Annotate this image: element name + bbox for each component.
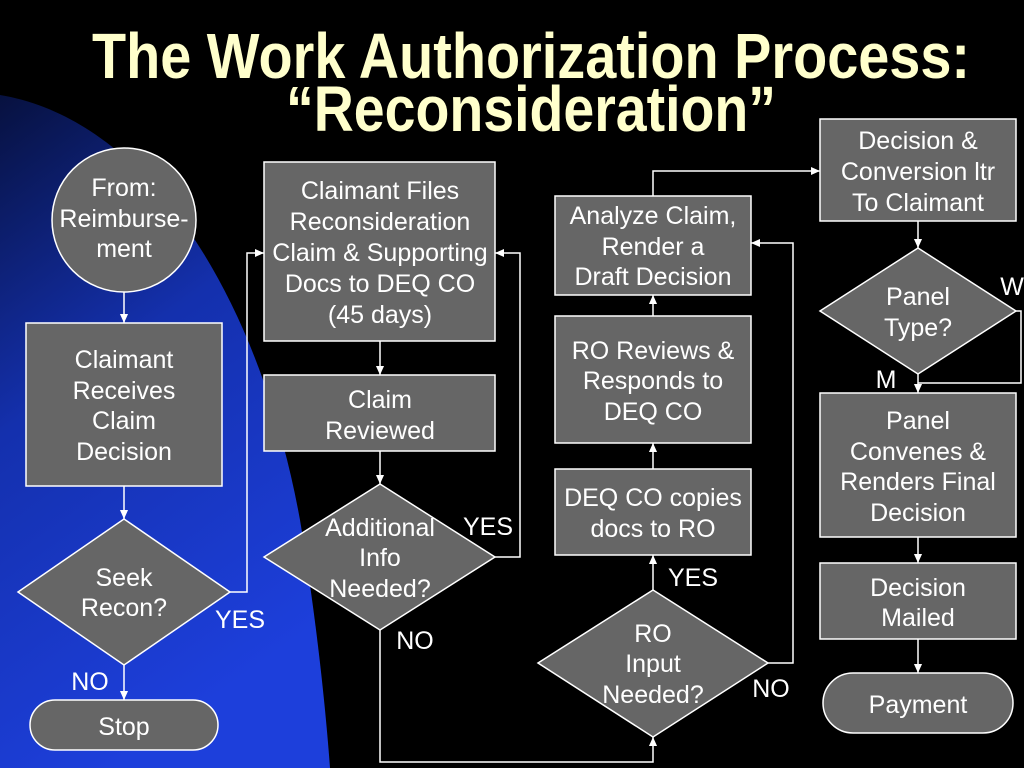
panel-convenes-line-2: Convenes & — [850, 438, 987, 466]
connector-ro-input-no-to-analyze-claim — [751, 238, 794, 664]
claimant-receives-line-4: Decision — [76, 438, 172, 466]
seek-recon-line-2: Recon? — [81, 594, 167, 622]
process-box — [554, 315, 752, 444]
node-panel-convenes: Panel Convenes & Renders Final Decision — [819, 392, 1017, 538]
node-decision-mailed: Decision Mailed — [819, 562, 1017, 640]
decision-mailed-line-1: Decision — [870, 574, 966, 602]
analyze-claim-line-3: Draft Decision — [575, 263, 732, 291]
analyze-claim-line-1: Analyze Claim, — [570, 202, 737, 230]
terminator-pill — [822, 672, 1014, 734]
claimant-files-line-3: Claim & Supporting — [272, 239, 487, 267]
edge-label-seek-recon-no: NO — [71, 668, 109, 696]
ro-reviews-line-3: DEQ CO — [604, 398, 703, 426]
edge-label-panel-type-m: M — [876, 366, 897, 394]
decision-conversion-line-2: Conversion ltr — [841, 158, 995, 186]
start-circle — [51, 147, 197, 293]
node-payment: Payment — [822, 672, 1014, 734]
connector-analyze-claim-to-decision-conversion — [652, 166, 820, 196]
node-claimant-receives-decision: Claimant Receives Claim Decision — [25, 322, 223, 487]
claim-reviewed-line-1: Claim — [348, 386, 412, 414]
slide-title-line-2: “Reconsideration” — [286, 73, 776, 145]
terminator-pill — [29, 699, 219, 751]
node-analyze-claim: Analyze Claim, Render a Draft Decision — [554, 195, 752, 296]
additional-info-line-3: Needed? — [329, 575, 430, 603]
connector-seek-recon-yes-to-claimant-files — [230, 248, 264, 593]
connector-additional-info-yes-to-claimant-files — [495, 248, 521, 558]
panel-type-line-1: Panel — [886, 283, 950, 311]
ro-input-line-2: Input — [625, 650, 681, 678]
from-reimbursement-line-1: From: — [91, 174, 156, 202]
decision-conversion-line-3: To Claimant — [852, 189, 984, 217]
edge-label-ro-input-yes: YES — [668, 564, 718, 592]
ro-reviews-line-2: Responds to — [583, 367, 723, 395]
connector-panel-type-w-merge — [918, 310, 1022, 384]
process-box — [819, 392, 1017, 538]
deq-copies-line-1: DEQ CO copies — [564, 484, 742, 512]
ro-input-line-3: Needed? — [602, 681, 703, 709]
decision-diamond — [262, 483, 497, 631]
process-box — [554, 468, 752, 556]
node-seek-recon: Seek Recon? — [16, 518, 232, 666]
connector-additional-info-no-to-ro-input — [379, 630, 658, 763]
node-ro-reviews: RO Reviews & Responds to DEQ CO — [554, 315, 752, 444]
panel-convenes-line-3: Renders Final — [840, 468, 996, 496]
decision-diamond — [818, 247, 1018, 375]
claimant-receives-line-3: Claim — [92, 407, 156, 435]
node-claimant-files: Claimant Files Reconsideration Claim & S… — [263, 161, 496, 342]
node-from-reimbursement: From: Reimburse- ment — [51, 147, 197, 293]
process-box — [819, 562, 1017, 640]
node-ro-input-needed: RO Input Needed? — [536, 589, 770, 738]
edge-label-ro-input-no: NO — [752, 675, 790, 703]
decision-diamond — [16, 518, 232, 666]
payment-label: Payment — [869, 691, 968, 719]
edge-label-seek-recon-yes: YES — [215, 606, 265, 634]
node-stop: Stop — [29, 699, 219, 751]
decision-diamond — [536, 589, 770, 738]
claimant-receives-line-2: Receives — [73, 377, 176, 405]
node-deq-co-copies: DEQ CO copies docs to RO — [554, 468, 752, 556]
edge-label-panel-type-w: W — [1000, 273, 1024, 301]
additional-info-line-1: Additional — [325, 514, 435, 542]
claimant-files-line-1: Claimant Files — [301, 177, 459, 205]
process-box — [819, 118, 1017, 222]
slide-title-line-1: The Work Authorization Process: — [92, 20, 970, 92]
from-reimbursement-line-2: Reimburse- — [59, 205, 188, 233]
claimant-files-line-2: Reconsideration — [290, 208, 471, 236]
seek-recon-line-1: Seek — [96, 564, 153, 592]
analyze-claim-line-2: Render a — [602, 233, 705, 261]
panel-convenes-line-4: Decision — [870, 499, 966, 527]
ro-reviews-line-1: RO Reviews & — [572, 337, 735, 365]
claimant-receives-line-1: Claimant — [75, 346, 174, 374]
node-decision-conversion: Decision & Conversion ltr To Claimant — [819, 118, 1017, 222]
claimant-files-line-5: (45 days) — [328, 301, 432, 329]
panel-convenes-line-1: Panel — [886, 407, 950, 435]
decision-mailed-line-2: Mailed — [881, 604, 955, 632]
node-panel-type: Panel Type? — [818, 247, 1018, 375]
node-claim-reviewed: Claim Reviewed — [263, 374, 496, 452]
process-box — [25, 322, 223, 487]
deq-copies-line-2: docs to RO — [590, 515, 715, 543]
process-box — [554, 195, 752, 296]
additional-info-line-2: Info — [359, 544, 401, 572]
claimant-files-line-4: Docs to DEQ CO — [285, 270, 475, 298]
from-reimbursement-line-3: ment — [96, 235, 152, 263]
panel-type-line-2: Type? — [884, 314, 952, 342]
claim-reviewed-line-2: Reviewed — [325, 417, 435, 445]
edge-label-additional-info-yes: YES — [463, 513, 513, 541]
decision-conversion-line-1: Decision & — [858, 127, 978, 155]
edge-label-additional-info-no: NO — [396, 627, 434, 655]
node-additional-info-needed: Additional Info Needed? — [262, 483, 497, 631]
stop-label: Stop — [98, 713, 149, 741]
ro-input-line-1: RO — [634, 620, 672, 648]
process-box — [263, 374, 496, 452]
process-box — [263, 161, 496, 342]
